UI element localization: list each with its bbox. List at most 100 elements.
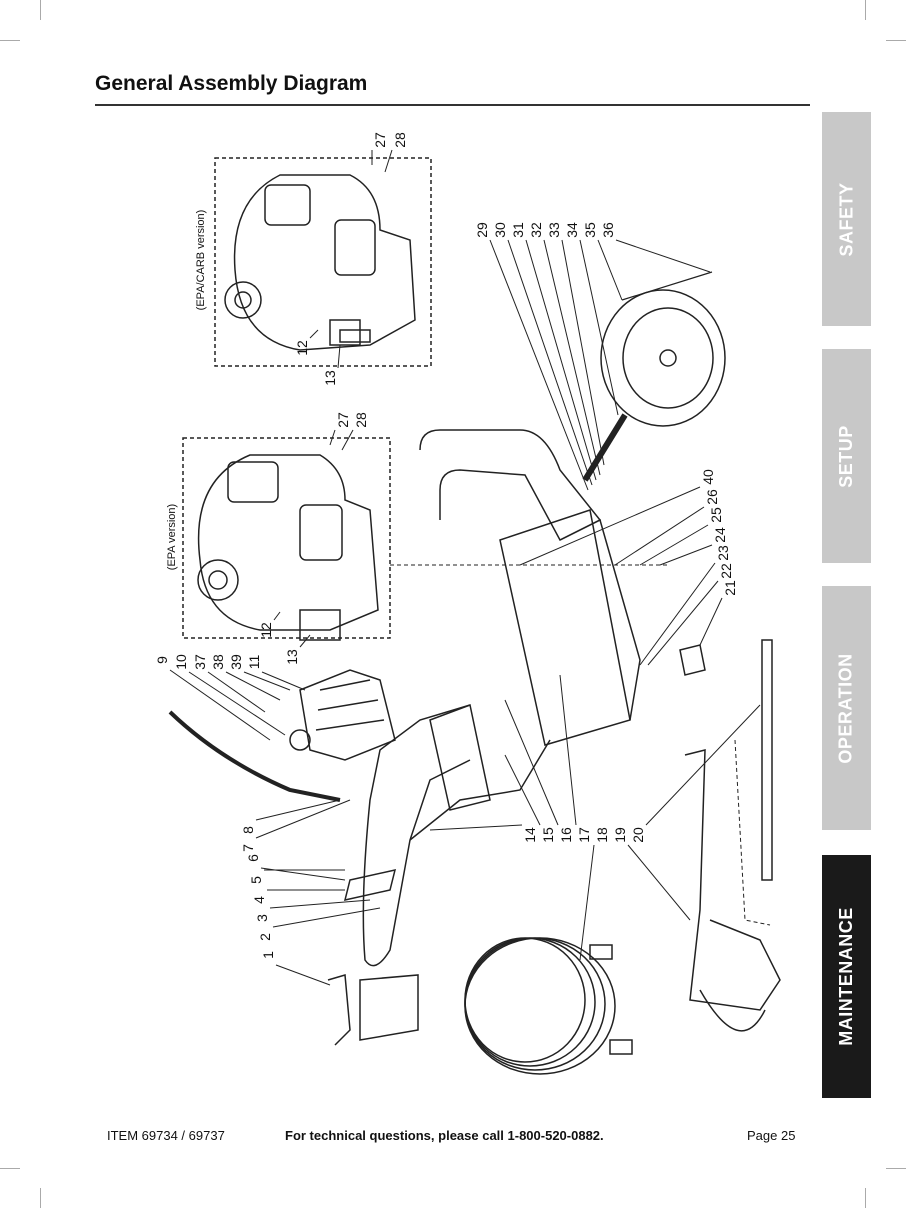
part-number-label: 30 (492, 222, 508, 238)
part-number-label: 14 (522, 827, 538, 843)
part-number-label: 28 (353, 412, 369, 428)
leader-line (525, 239, 597, 481)
part-number-label: 18 (594, 827, 610, 843)
part-number-label: 32 (528, 222, 544, 238)
part-number-label: 27 (335, 412, 351, 428)
leader-line (489, 239, 589, 491)
leader-line (645, 704, 761, 826)
tab-setup[interactable]: SETUP (822, 349, 871, 563)
part-number-label: 17 (576, 827, 592, 843)
leader-line (188, 671, 286, 736)
title-divider (95, 104, 810, 106)
leader-line (579, 239, 619, 416)
leader-line (659, 544, 713, 566)
part-number-label: 31 (510, 222, 526, 238)
part-number-label: 39 (228, 654, 244, 670)
leader-line (647, 580, 719, 666)
part-number-label: 2 (257, 933, 273, 941)
tab-safety[interactable]: SAFETY (822, 112, 871, 326)
part-number-label: 38 (210, 654, 226, 670)
leader-line (243, 671, 291, 691)
leader-line (639, 562, 716, 666)
leader-line (207, 671, 266, 713)
part-number-label: 20 (630, 827, 646, 843)
leader-line (559, 674, 577, 826)
tab-maintenance[interactable]: MAINTENANCE (822, 855, 871, 1098)
leader-line (429, 824, 523, 831)
part-number-label: 11 (246, 654, 262, 670)
crop-mark (886, 1168, 906, 1169)
page-title: General Assembly Diagram (95, 72, 368, 95)
crop-mark (0, 1168, 20, 1169)
leader-line (275, 964, 331, 986)
part-number-label: 19 (612, 827, 628, 843)
part-number-label: 34 (564, 222, 580, 238)
leader-line (507, 239, 593, 486)
leader-line (337, 344, 341, 369)
engine-version-caption: (EPA/CARB version) (195, 209, 207, 311)
part-number-label: 28 (392, 132, 408, 148)
part-number-label: 12 (294, 340, 310, 356)
part-number-label: 15 (540, 827, 556, 843)
leader-line (273, 611, 281, 621)
leader-line (519, 486, 701, 566)
leader-line (543, 239, 601, 476)
part-number-label: 27 (372, 132, 388, 148)
engine-version-caption: (EPA version) (166, 503, 178, 571)
crop-mark (40, 1188, 41, 1208)
leader-line (597, 239, 623, 301)
part-number-label: 33 (546, 222, 562, 238)
crop-mark (886, 40, 906, 41)
leader-line (269, 899, 371, 909)
crop-mark (40, 0, 41, 20)
part-number-label: 10 (173, 654, 189, 670)
engine-epa (197, 454, 379, 641)
leader-line (614, 506, 705, 566)
engine-epa-carb-box (214, 157, 432, 367)
leader-line (341, 429, 354, 451)
part-number-label: 35 (582, 222, 598, 238)
part-number-label: 7 (240, 844, 256, 852)
hose-coil (464, 937, 633, 1075)
leader-line (255, 799, 341, 821)
part-number-label: 22 (718, 563, 734, 579)
part-number-label: 40 (700, 469, 716, 485)
support-text: For technical questions, please call 1-8… (285, 1128, 604, 1143)
part-number-label: 25 (708, 507, 724, 523)
leader-line (261, 671, 306, 691)
spray-gun (684, 749, 781, 1032)
pump (289, 669, 396, 761)
part-number-label: 36 (600, 222, 616, 238)
leader-line (169, 669, 271, 741)
leader-line (504, 699, 559, 826)
item-number: ITEM 69734 / 69737 (107, 1128, 225, 1143)
part-number-label: 26 (704, 489, 720, 505)
crop-mark (865, 1188, 866, 1208)
part-number-label: 29 (474, 222, 490, 238)
part-number-label: 5 (248, 876, 264, 884)
page-number: Page 25 (747, 1128, 796, 1143)
leader-line (299, 634, 311, 648)
leader-line (504, 754, 541, 826)
leader-line (699, 597, 723, 646)
tab-operation[interactable]: OPERATION (822, 586, 871, 830)
leader-line (255, 799, 351, 839)
crop-mark (0, 40, 20, 41)
leader-line (329, 429, 336, 446)
rubber-foot (679, 644, 706, 676)
part-number-label: 21 (722, 580, 738, 596)
part-number-label: 16 (558, 827, 574, 843)
spray-wand (761, 639, 773, 881)
dashed-guide (734, 739, 771, 926)
leader-line (639, 524, 709, 566)
leader-line (272, 907, 381, 928)
part-number-label: 13 (284, 649, 300, 665)
part-number-label: 23 (715, 545, 731, 561)
leader-line (384, 149, 393, 173)
frame (343, 429, 641, 967)
leader-line (561, 239, 605, 466)
part-number-label: 1 (260, 951, 276, 959)
part-number-label: 24 (712, 527, 728, 543)
wheel (582, 289, 726, 482)
